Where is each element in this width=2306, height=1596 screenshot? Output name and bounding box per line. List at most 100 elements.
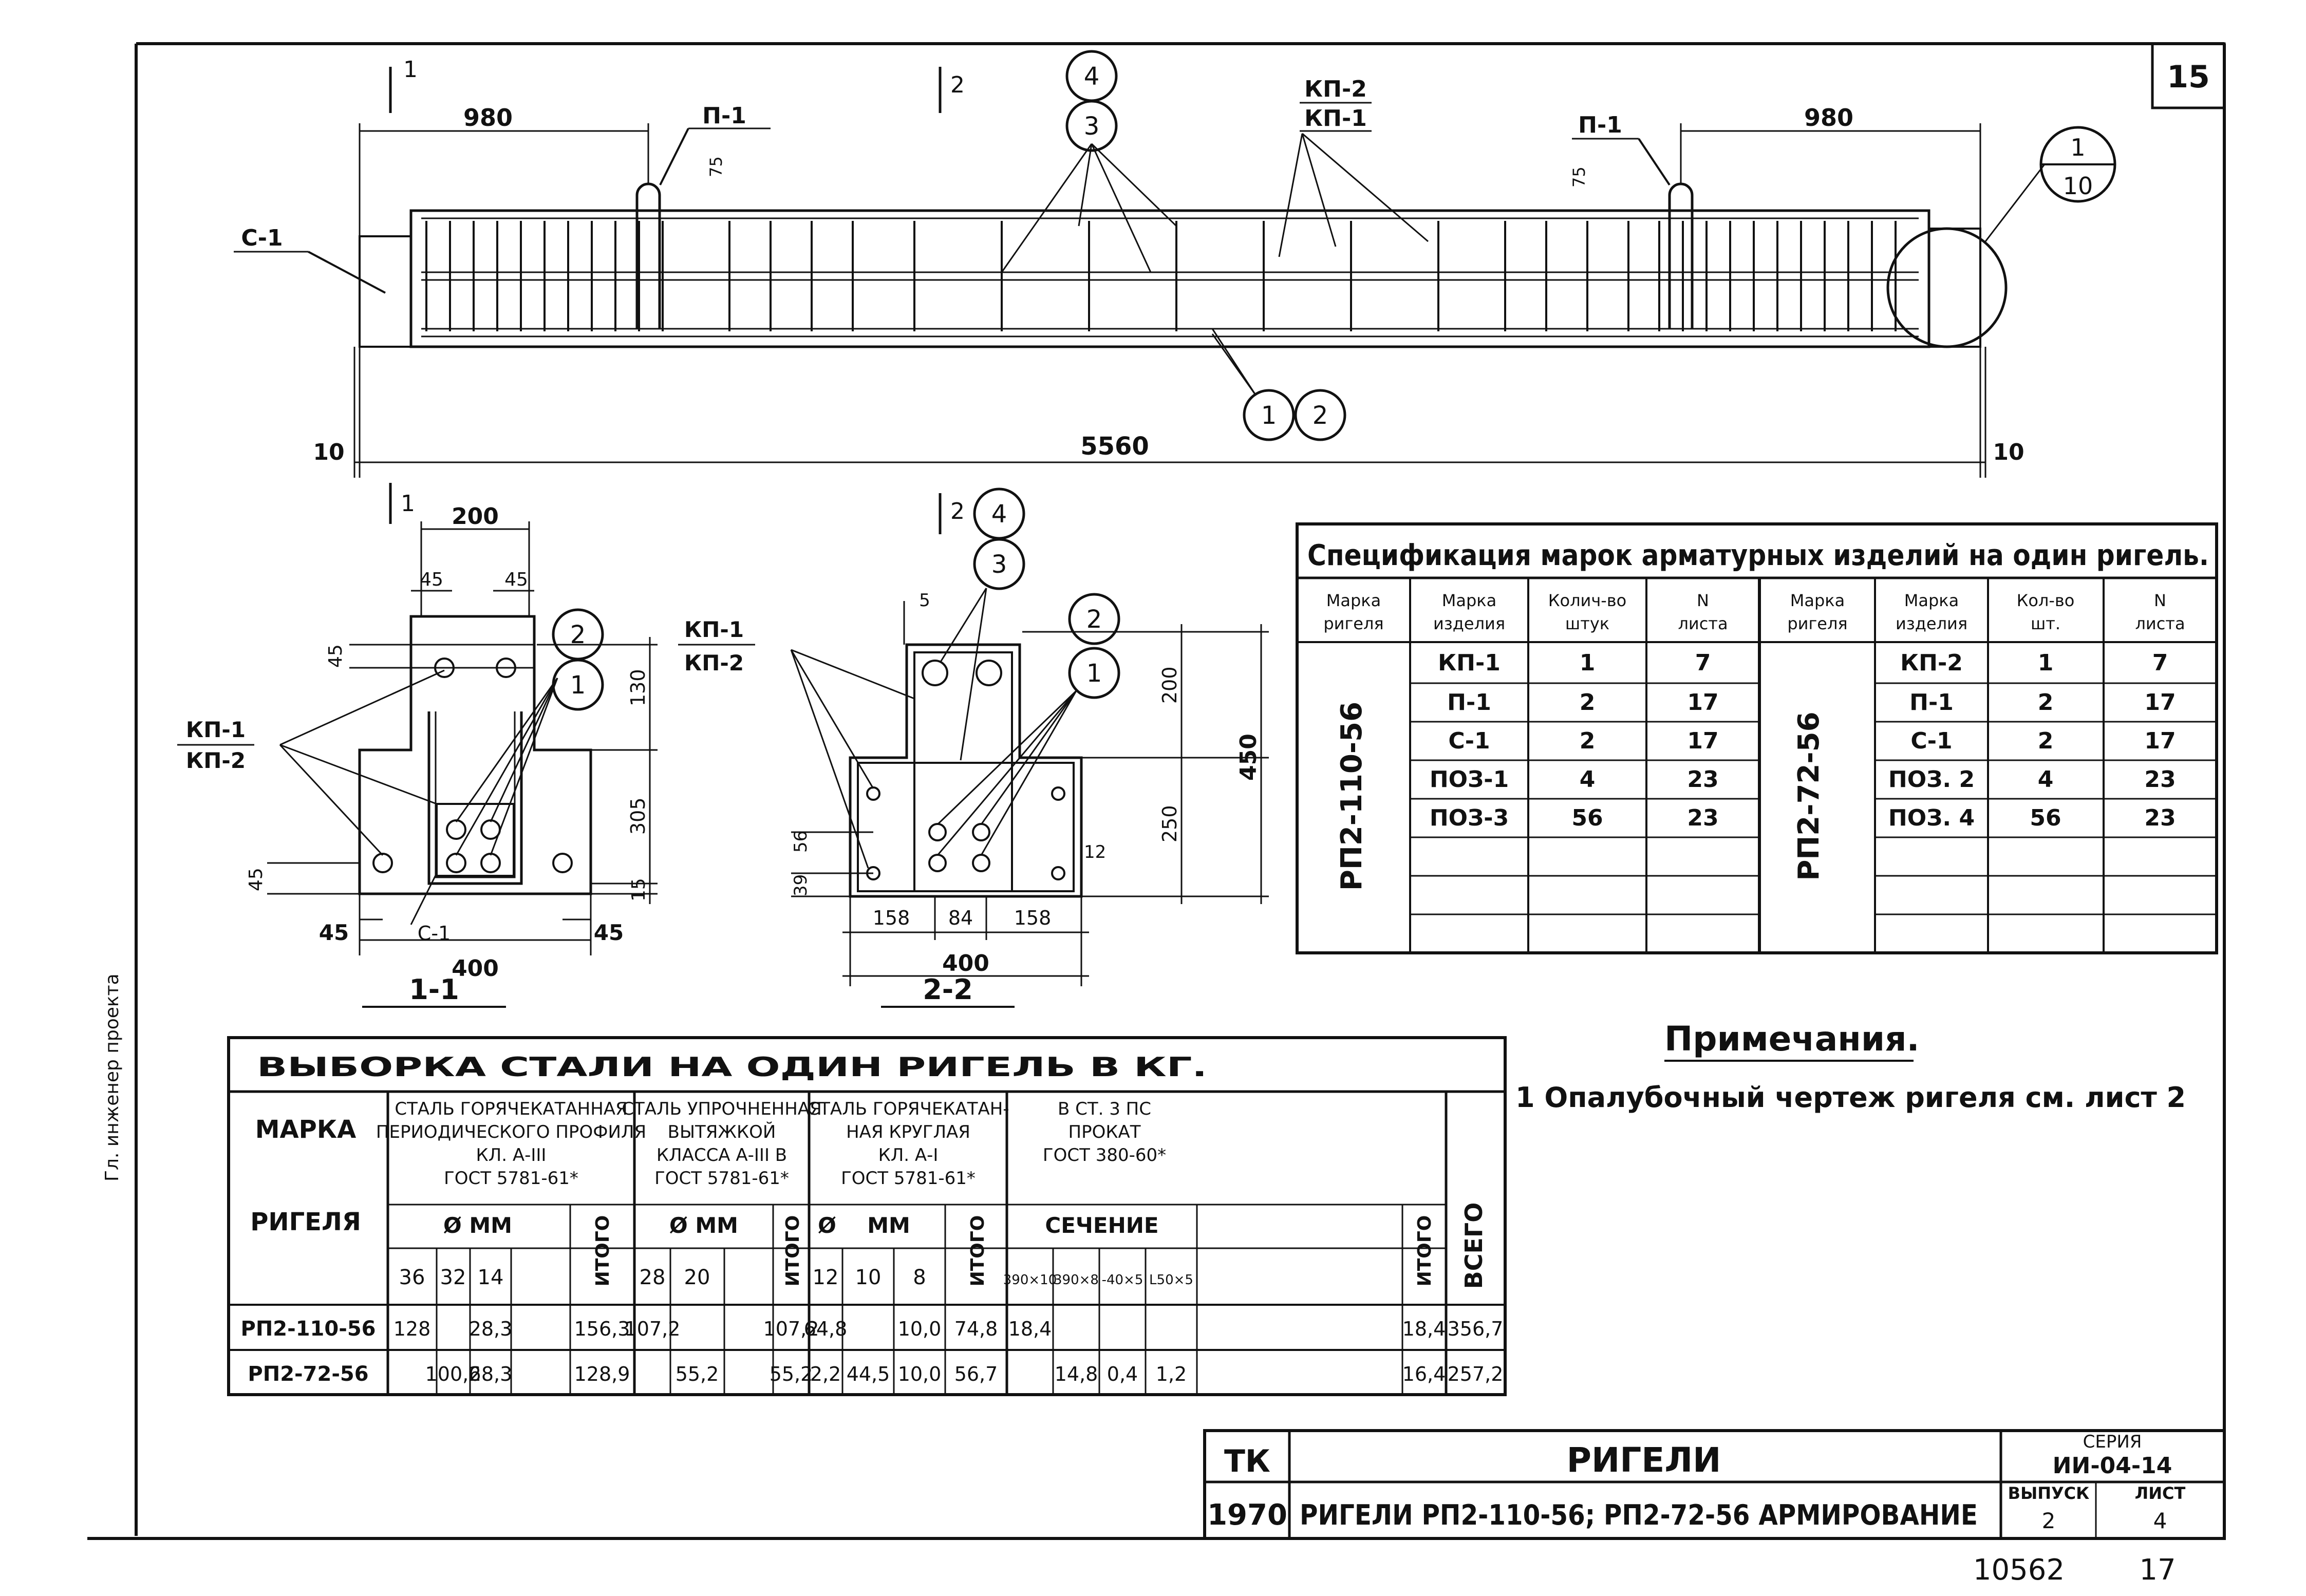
section-2-2-drawing bbox=[790, 493, 1269, 1008]
title-block-year: 1970 bbox=[1207, 1498, 1287, 1532]
s1-dim-45-side-left: 45 bbox=[319, 920, 349, 945]
steel-cell: 16,4 bbox=[1402, 1363, 1446, 1385]
cut-2-mark: 2 bbox=[950, 72, 965, 98]
label-s1: С-1 bbox=[241, 225, 283, 251]
s2-dim-450: 450 bbox=[1235, 734, 1262, 781]
label-p1-left: П-1 bbox=[702, 103, 746, 129]
steel-group4-line: В СТ. 3 ПС bbox=[1058, 1099, 1151, 1119]
steel-row-mark: РП2-72-56 bbox=[248, 1362, 368, 1386]
section-1-1-title: 1-1 bbox=[409, 973, 459, 1006]
steel-cell: 56,7 bbox=[954, 1363, 998, 1385]
steel-vsego-header: ВСЕГО bbox=[1460, 1203, 1488, 1289]
issue-label: ВЫПУСК bbox=[2008, 1484, 2090, 1503]
steel-cell: 18,4 bbox=[1402, 1318, 1446, 1340]
steel-subheader: 32 bbox=[440, 1266, 466, 1289]
steel-cell: 156,3 bbox=[574, 1318, 630, 1340]
steel-subheader: 28 bbox=[640, 1266, 666, 1289]
spec-left-sheet: 23 bbox=[1687, 805, 1718, 831]
svg-text:4: 4 bbox=[991, 500, 1007, 529]
spec-right-qty: 1 bbox=[2038, 650, 2054, 676]
s2-position-marker-4: 4 bbox=[973, 487, 1025, 540]
steel-subheader: 20 bbox=[684, 1266, 710, 1289]
steel-cell: 64,8 bbox=[804, 1318, 848, 1340]
steel-subheader: 36 bbox=[399, 1266, 425, 1289]
spec-right-item: ПОЗ. 2 bbox=[1888, 766, 1975, 793]
s1-position-marker-1: 1 bbox=[552, 659, 604, 711]
s1-position-marker-2: 2 bbox=[552, 608, 604, 661]
steel-cell: 107,2 bbox=[625, 1318, 681, 1340]
section-1-1-drawing bbox=[267, 483, 658, 1008]
s1-label-s1: С-1 bbox=[418, 922, 451, 945]
steel-cell: 257,2 bbox=[1448, 1363, 1504, 1385]
s2-position-marker-2: 2 bbox=[1068, 593, 1120, 645]
steel-subheader: 390×10 bbox=[1003, 1272, 1057, 1288]
steel-cell: 10,0 bbox=[898, 1318, 942, 1340]
spec-left-sheet: 17 bbox=[1687, 728, 1718, 754]
s2-position-marker-3: 3 bbox=[973, 538, 1025, 590]
steel-mark-header-1: МАРКА bbox=[255, 1115, 356, 1144]
title-block-subtitle: РИГЕЛИ РП2-110-56; РП2-72-56 АРМИРОВАНИЕ bbox=[1300, 1499, 1978, 1531]
steel-cell: 74,8 bbox=[954, 1318, 998, 1340]
steel-cell: 18,4 bbox=[1008, 1318, 1052, 1340]
spec-right-qty: 2 bbox=[2038, 689, 2054, 716]
title-block-org: ТК bbox=[1224, 1443, 1270, 1479]
s2-position-marker-1: 1 bbox=[1068, 647, 1120, 699]
issue-value: 2 bbox=[2042, 1508, 2056, 1533]
s2-dim-250: 250 bbox=[1158, 805, 1181, 842]
dim-75-right: 75 bbox=[1569, 166, 1589, 187]
steel-group3-line: НАЯ КРУГЛАЯ bbox=[846, 1122, 970, 1142]
steel-group1-line: СТАЛЬ ГОРЯЧЕКАТАННАЯ bbox=[395, 1099, 627, 1119]
steel-group1-line: ПЕРИОДИЧЕСКОГО ПРОФИЛЯ bbox=[376, 1122, 646, 1142]
steel-group2-line: ВЫТЯЖКОЙ bbox=[668, 1121, 776, 1142]
steel-g4-section: СЕЧЕНИЕ bbox=[1045, 1213, 1158, 1238]
steel-g2-diam: Ø ММ bbox=[669, 1213, 738, 1238]
steel-cell: 44,5 bbox=[847, 1363, 890, 1385]
steel-group3-line: КЛ. А-I bbox=[878, 1145, 939, 1166]
spec-left-qty: 2 bbox=[1580, 689, 1596, 716]
sheet-label: ЛИСТ bbox=[2135, 1484, 2186, 1503]
spec-right-sheet: 7 bbox=[2152, 650, 2168, 676]
beam-elevation bbox=[234, 67, 2046, 478]
s1-dim-400: 400 bbox=[452, 955, 499, 982]
label-kp1: КП-1 bbox=[1304, 105, 1367, 132]
dim-980-left: 980 bbox=[463, 104, 513, 132]
notes-title: Примечания. bbox=[1664, 1019, 1920, 1059]
detail-reference-1-10: 1 10 bbox=[2039, 126, 2116, 203]
steel-group4-line: ПРОКАТ bbox=[1068, 1122, 1141, 1142]
steel-cell: 28,3 bbox=[469, 1318, 513, 1340]
s1-label-kp1: КП-1 bbox=[186, 717, 246, 742]
steel-title: ВЫБОРКА СТАЛИ НА ОДИН РИГЕЛЬ В КГ. bbox=[257, 1052, 1207, 1083]
steel-group3-line: СТАЛЬ ГОРЯЧЕКАТАН- bbox=[807, 1099, 1009, 1119]
spec-right-item: С-1 bbox=[1910, 728, 1952, 754]
steel-g3-mm: ММ bbox=[867, 1213, 910, 1238]
steel-cell: 100,6 bbox=[425, 1363, 481, 1385]
steel-group4-line: ГОСТ 380-60* bbox=[1043, 1145, 1166, 1166]
position-marker-1: 1 bbox=[1243, 389, 1295, 441]
svg-text:1: 1 bbox=[2070, 134, 2085, 161]
steel-group2-line: КЛАССА А-III В bbox=[657, 1145, 787, 1166]
cut-1-mark: 1 bbox=[403, 57, 418, 83]
svg-text:4: 4 bbox=[1084, 62, 1100, 91]
s1-dim-200: 200 bbox=[452, 503, 499, 530]
steel-cell: 356,7 bbox=[1448, 1318, 1504, 1340]
series-value: ИИ-04-14 bbox=[2053, 1453, 2172, 1479]
steel-group2-line: ГОСТ 5781-61* bbox=[654, 1168, 789, 1189]
s2-dim-400: 400 bbox=[942, 950, 989, 977]
s1-dim-45-side-right: 45 bbox=[594, 920, 624, 945]
title-block-title: РИГЕЛИ bbox=[1567, 1440, 1721, 1480]
position-marker-2: 2 bbox=[1294, 389, 1346, 441]
steel-g3-diam: Ø bbox=[818, 1213, 836, 1238]
s2-dim-200: 200 bbox=[1158, 666, 1181, 704]
margin-text: Гл. инженер проекта bbox=[102, 973, 123, 1181]
spec-left-mark: РП2-110-56 bbox=[1335, 702, 1368, 891]
spec-right-item: КП-2 bbox=[1900, 650, 1963, 676]
s2-dim-84: 84 bbox=[948, 907, 973, 929]
position-marker-4: 4 bbox=[1065, 50, 1118, 102]
svg-text:1: 1 bbox=[1086, 659, 1102, 688]
steel-subheader: -40×5 bbox=[1102, 1272, 1143, 1288]
svg-text:3: 3 bbox=[1084, 112, 1100, 141]
